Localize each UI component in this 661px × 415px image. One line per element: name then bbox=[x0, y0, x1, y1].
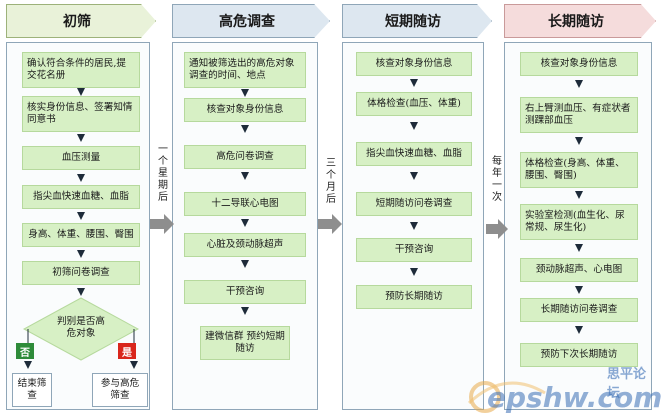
step-body-measure: 身高、体重、腰围、臀围 bbox=[22, 223, 140, 247]
no-tag: 否 bbox=[16, 343, 34, 359]
transition-arrow-1 bbox=[150, 214, 174, 234]
step-c2-ecg: 十二导联心电图 bbox=[184, 192, 306, 216]
arrow-c2-2 bbox=[241, 125, 249, 133]
watermark-logo: epshw.com 思平论坛 bbox=[465, 363, 661, 414]
arrow-c1-4 bbox=[77, 212, 85, 220]
step-notify: 通知被筛选出的高危对象调查的时间、地点 bbox=[184, 52, 306, 88]
step-c3-intervention: 干预咨询 bbox=[356, 238, 472, 262]
watermark-cn: 思平论坛 bbox=[607, 367, 647, 401]
arrow-c3-3 bbox=[410, 172, 418, 180]
arrow-c3-2 bbox=[410, 122, 418, 130]
step-c2-questionnaire: 高危问卷调查 bbox=[184, 145, 306, 169]
transition-arrow-2 bbox=[318, 214, 342, 234]
arrow-c1-6 bbox=[77, 288, 85, 296]
yes-tag: 是 bbox=[118, 343, 136, 359]
step-c4-questionnaire: 长期随访问卷调查 bbox=[520, 298, 638, 322]
gap-yearly: 每年一次 bbox=[492, 156, 502, 203]
arrow-no bbox=[24, 361, 32, 369]
step-c4-physical: 体格检查(身高、体重、腰围、臀围) bbox=[520, 152, 638, 188]
arrow-c4-4 bbox=[575, 244, 583, 252]
decision-label: 判别是否高危对象 bbox=[57, 316, 105, 339]
step-finger-blood: 指尖血快速血糖、血脂 bbox=[22, 185, 140, 209]
step-c3-blood: 指尖血快速血糖、血脂 bbox=[356, 142, 472, 166]
arrow-c1-1 bbox=[77, 88, 85, 96]
step-screen-questionnaire: 初筛问卷调查 bbox=[22, 261, 140, 285]
arrow-c4-6 bbox=[575, 326, 583, 334]
arrow-c3-1 bbox=[410, 79, 418, 87]
gap-one-week: 一个星期后 bbox=[158, 144, 168, 203]
header-long-followup: 长期随访 bbox=[504, 4, 656, 38]
header-high-risk: 高危调查 bbox=[172, 4, 330, 38]
arrow-c2-3 bbox=[241, 172, 249, 180]
step-c3-prevent: 预防长期随访 bbox=[356, 285, 472, 309]
step-c4-lab: 实验室检测(血生化、尿常规、尿生化) bbox=[520, 204, 638, 240]
arrow-c2-1 bbox=[241, 89, 249, 97]
step-c3-physical: 体格检查(血压、体重) bbox=[356, 92, 472, 116]
step-c2-intervention: 干预咨询 bbox=[184, 280, 306, 304]
arrow-c1-3 bbox=[77, 174, 85, 182]
arrow-c1-5 bbox=[77, 250, 85, 258]
arrow-c3-5 bbox=[410, 268, 418, 276]
arrow-c2-5 bbox=[241, 260, 249, 268]
transition-arrow-3 bbox=[486, 219, 508, 239]
step-verify-identity: 核实身份信息、签署知情同意书 bbox=[22, 96, 140, 132]
arrow-c4-5 bbox=[575, 286, 583, 294]
arrow-c3-4 bbox=[410, 222, 418, 230]
arrow-c4-3 bbox=[575, 191, 583, 199]
arrow-c2-4 bbox=[241, 219, 249, 227]
step-c4-prevent: 预防下次长期随访 bbox=[520, 343, 638, 367]
step-c4-ultrasound: 颈动脉超声、心电图 bbox=[520, 258, 638, 282]
step-c2-ultrasound: 心脏及颈动脉超声 bbox=[184, 233, 306, 257]
step-c2-wechat: 建微信群 预约短期随访 bbox=[200, 326, 290, 360]
step-bp-measure: 血压测量 bbox=[22, 146, 140, 170]
arrow-yes bbox=[130, 361, 138, 369]
arrow-c2-6 bbox=[241, 307, 249, 315]
arrow-c4-2 bbox=[575, 137, 583, 145]
arrow-c1-2 bbox=[77, 134, 85, 142]
header-screening: 初筛 bbox=[6, 4, 156, 38]
step-confirm-residents: 确认符合条件的居民,提交花名册 bbox=[22, 52, 140, 88]
result-end-screening: 结束筛查 bbox=[12, 373, 52, 407]
gap-three-months: 三个月后 bbox=[326, 158, 336, 205]
step-c3-verify: 核查对象身份信息 bbox=[356, 52, 472, 76]
result-high-risk: 参与高危筛查 bbox=[92, 373, 148, 407]
step-c2-verify: 核查对象身份信息 bbox=[184, 98, 306, 122]
step-c4-bp: 右上臂测血压、有症状者测踝部血压 bbox=[520, 97, 638, 133]
step-c3-questionnaire: 短期随访问卷调查 bbox=[356, 192, 472, 216]
step-c4-verify: 核查对象身份信息 bbox=[520, 52, 638, 76]
arrow-c4-1 bbox=[575, 80, 583, 88]
header-short-followup: 短期随访 bbox=[342, 4, 492, 38]
watermark-en: epshw.com bbox=[487, 381, 661, 414]
